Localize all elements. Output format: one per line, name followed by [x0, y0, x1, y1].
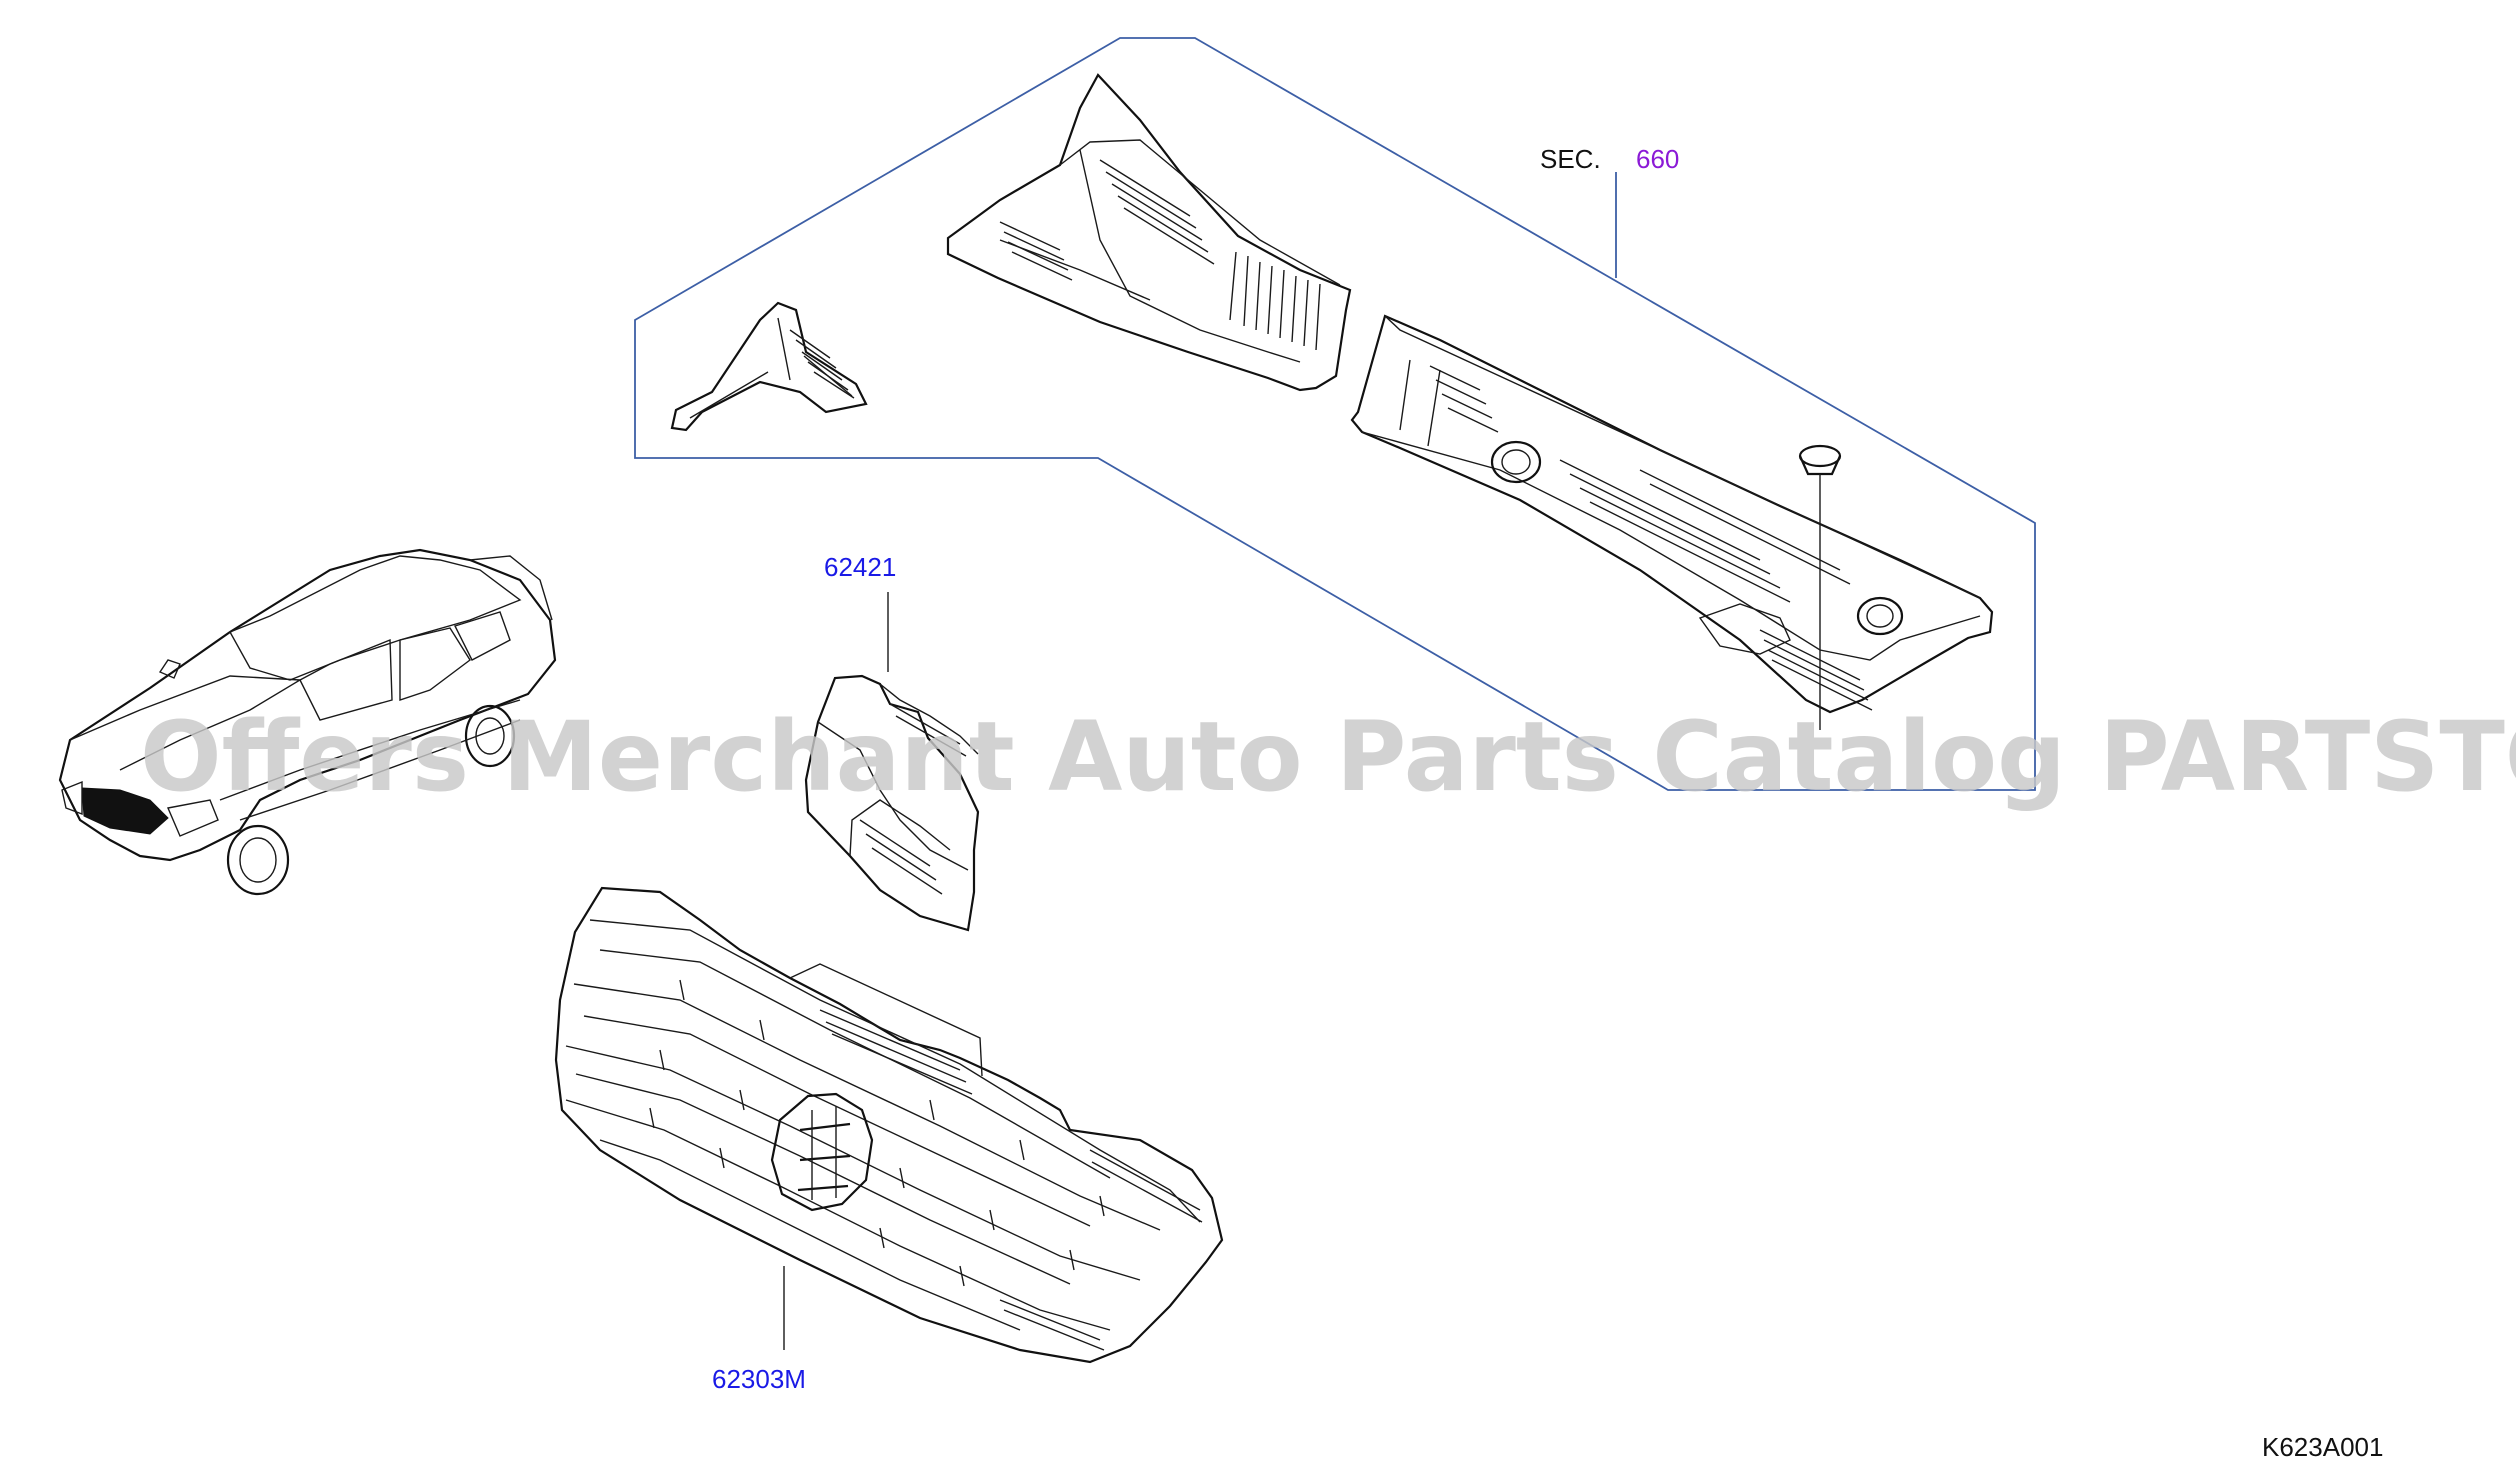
- cowl-hole-right: [1856, 596, 1904, 636]
- cowl-top-left-panel: [946, 73, 1352, 392]
- diagram-reference-code: K623A001: [2262, 1432, 2383, 1462]
- vehicle-grille-highlight: [81, 787, 169, 835]
- cowl-hole-left: [1490, 440, 1542, 484]
- part-callout-62421[interactable]: 62421: [824, 552, 896, 582]
- vehicle-thumbnail: [58, 548, 557, 896]
- sec-label-prefix: SEC.: [1540, 144, 1601, 174]
- grille-emblem: [770, 1092, 874, 1212]
- cowl-duct-bracket: [804, 674, 980, 932]
- cowl-top-right-panel: [1350, 314, 1994, 714]
- part-callout-62303M[interactable]: 62303M: [712, 1364, 806, 1394]
- front-grille: [554, 886, 1224, 1364]
- cowl-side-bracket: [670, 301, 868, 432]
- section-frame: [634, 37, 2036, 791]
- cowl-right-vents: [1429, 365, 1873, 711]
- watermark-text: Offers Merchant Auto Parts Catalog PARTS…: [140, 701, 2516, 813]
- cowl-left-vents: [999, 159, 1321, 351]
- cowl-clip: [1798, 444, 1842, 730]
- sec-label-number[interactable]: 660: [1636, 144, 1679, 174]
